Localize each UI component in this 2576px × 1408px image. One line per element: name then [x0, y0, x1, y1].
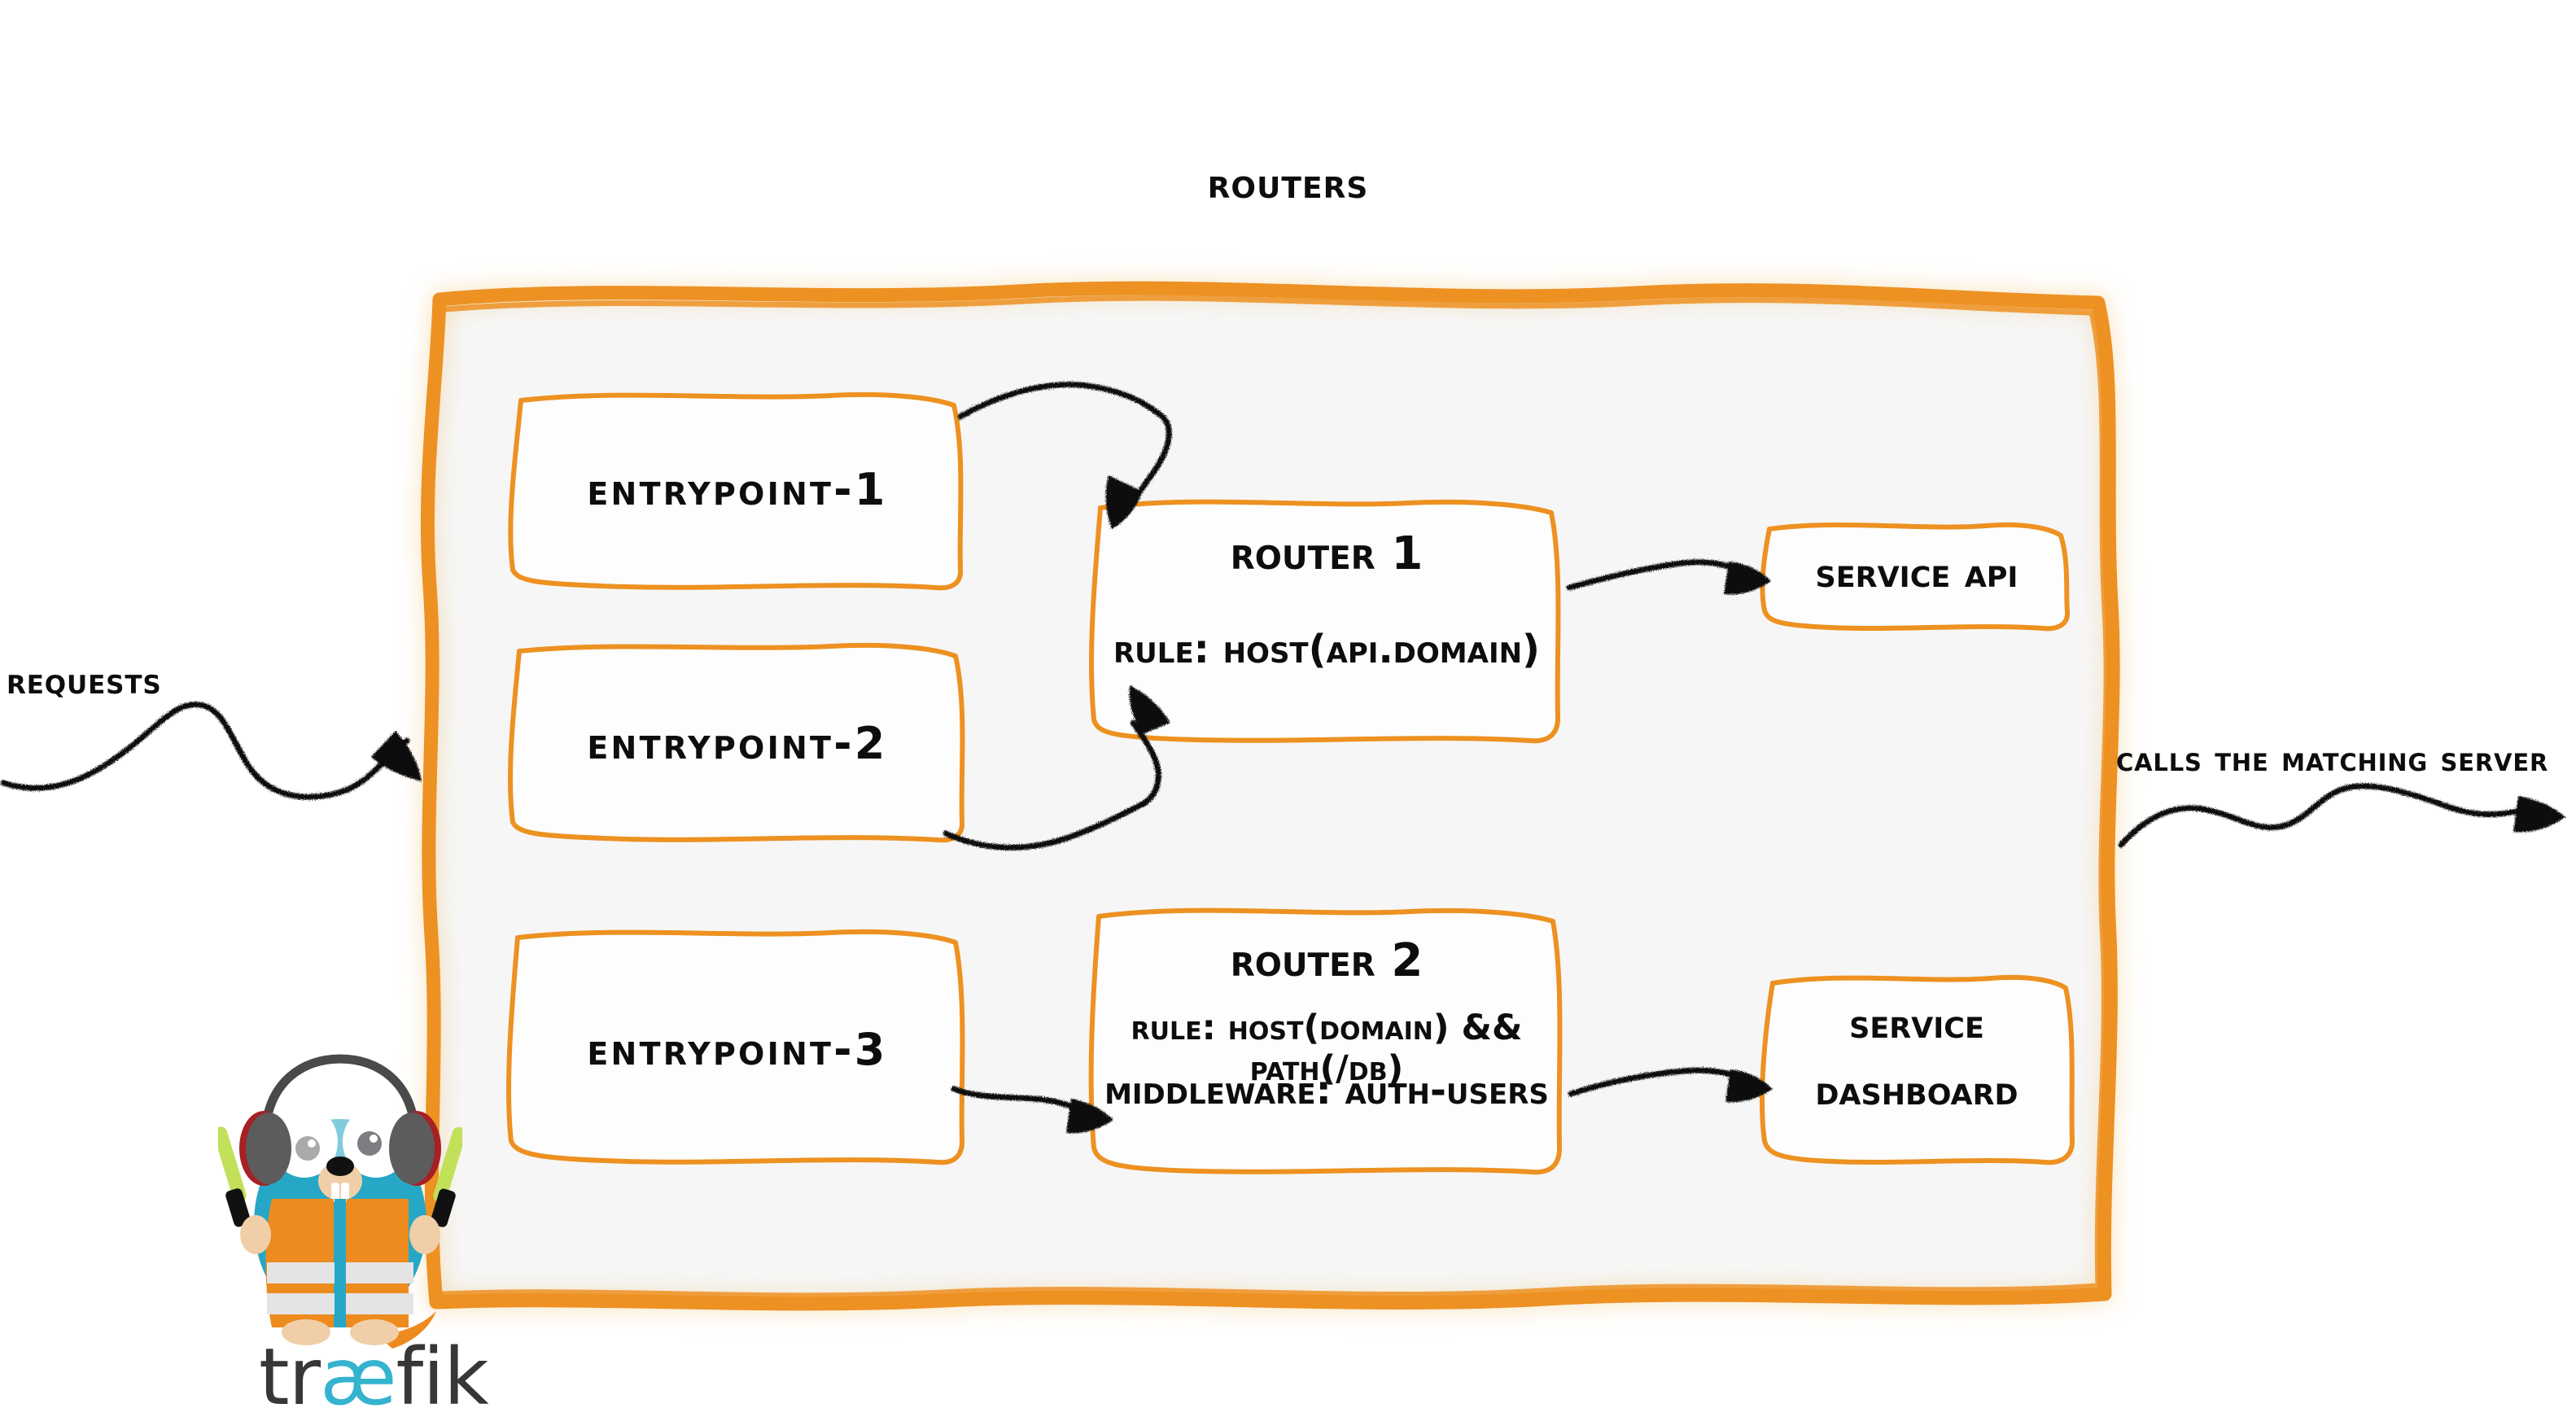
entrypoint-box-1[interactable] [508, 391, 964, 591]
router-1-title: Router 1 [1230, 527, 1424, 580]
router-2-middleware: Middleware: auth-users [1104, 1068, 1549, 1113]
headphone-cup-right-icon [389, 1111, 441, 1186]
entrypoint-box-3[interactable] [506, 929, 965, 1165]
router-box-1[interactable] [1089, 499, 1561, 744]
router-box-2[interactable] [1088, 907, 1563, 1175]
headphone-cup-left-icon [239, 1111, 291, 1186]
arrow-entrypoint1-to-router1 [957, 382, 1172, 529]
page-title: Routers [1207, 160, 1369, 208]
logo-prefix: tr [259, 1331, 321, 1408]
service-box-dashboard[interactable] [1760, 974, 2075, 1165]
logo-ligature: æ [320, 1331, 396, 1408]
wand-left-icon [218, 1126, 251, 1227]
arrow-entrypoint3-to-router2 [951, 1086, 1113, 1134]
entrypoint-1-label: entrypoint-1 [587, 464, 888, 515]
logo-suffix: fik [396, 1331, 489, 1408]
wand-right-icon [431, 1126, 462, 1227]
service-box-api[interactable] [1760, 522, 2071, 632]
service-dashboard-line2: Dashboard [1815, 1067, 2018, 1114]
router-1-rule: rule: Host(api.domain) [1113, 627, 1540, 672]
traefik-gopher-icon [218, 1054, 462, 1349]
entrypoint-2-label: entrypoint-2 [587, 718, 888, 769]
arrow-router2-to-service-dashboard [1568, 1067, 1773, 1103]
arrow-calls-out [2118, 783, 2565, 848]
entrypoint-3-label: entrypoint-3 [587, 1024, 888, 1075]
requests-label: Requests [7, 661, 162, 702]
arrow-requests-in [0, 702, 422, 800]
calls-the-matching-server-label: Calls the matching server [2116, 739, 2549, 779]
service-api-label: Service API [1815, 549, 2018, 597]
router-2-rule: rule: Host(domain) && Path(/db) [1131, 1008, 1523, 1089]
arrow-router1-to-service-api [1566, 559, 1771, 595]
service-dashboard-line1: Service [1849, 1000, 1984, 1047]
arrow-entrypoint2-to-router1 [942, 685, 1170, 850]
traefik-logo: træfik [259, 1331, 489, 1408]
router-2-title: Router 2 [1230, 934, 1424, 987]
